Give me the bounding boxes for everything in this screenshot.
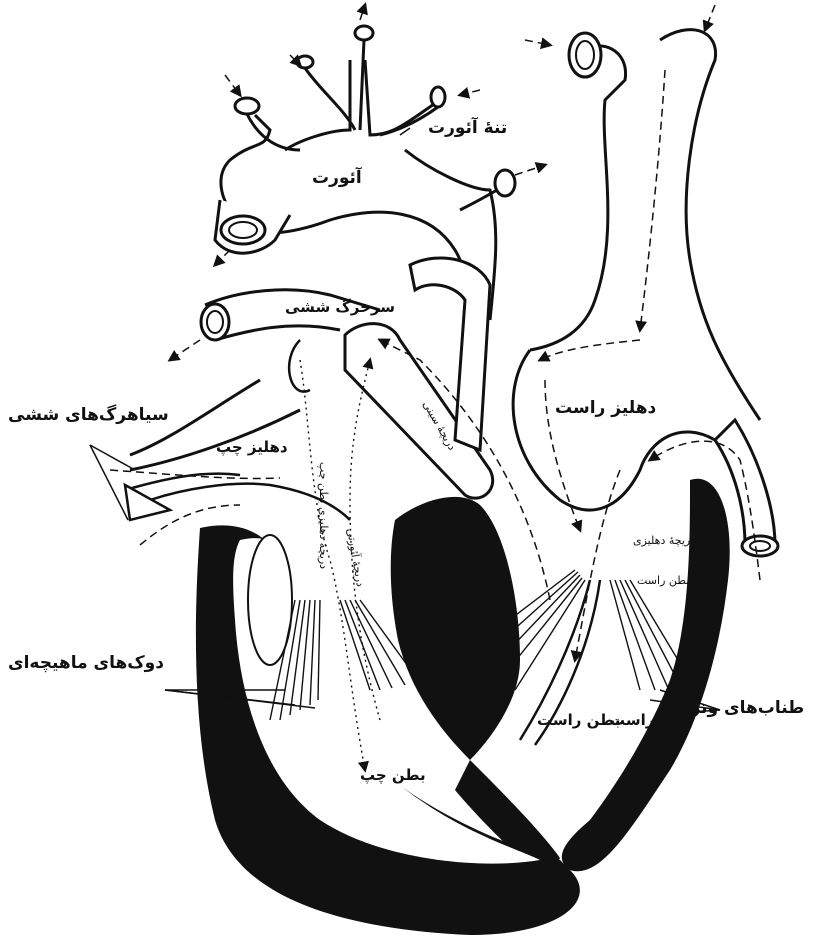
tricuspid-valve-label-1: دریچۀ دهلیزی: [633, 535, 695, 546]
left-ventricle-label: بطن چپ: [360, 768, 426, 783]
heart-outline: [130, 380, 300, 470]
tricuspid-valve-label-2: بطن راست: [637, 575, 689, 586]
aortic-trunk-label: تنۀ آئورت: [428, 120, 507, 137]
pulmonary-artery-label: سرخرگ ششی: [285, 300, 395, 315]
mitral-valve-label: دریچۀ دهلیزی بطن چپ: [318, 462, 329, 569]
right-ventricle-label: بطن راست: [537, 713, 620, 728]
aorta-label: آئورت: [312, 170, 362, 187]
superior-vena-cava: [530, 30, 760, 420]
septum: [391, 497, 520, 760]
papillary-muscles-label: دوک‌های ماهیچه‌ای: [8, 655, 164, 672]
left-atrium-label: دهلیز چپ: [216, 440, 288, 455]
chordae-tendineae-label: طناب‌های وتری: [675, 700, 804, 717]
right-atrium-label: دهلیز راست: [555, 400, 656, 417]
pulmonary-veins-label: سیاهرگ‌های ششی: [8, 407, 169, 424]
